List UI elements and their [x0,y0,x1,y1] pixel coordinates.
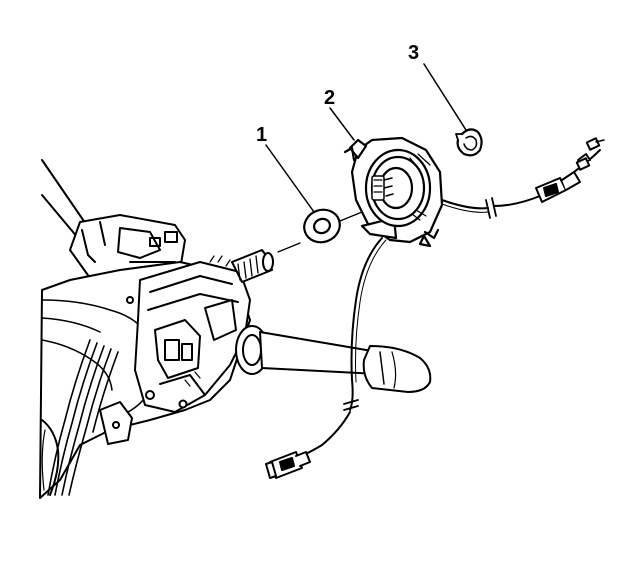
retaining-ring [423,63,483,157]
callout-1: 1 [256,124,267,146]
steering-shaft-end [231,211,363,283]
steering-column [39,159,251,499]
coil-upper-pigtail [441,137,605,219]
washer [265,144,341,244]
turn-signal-lever [235,325,432,393]
callout-3-leader [423,63,467,131]
coil-assembly [329,107,444,248]
callout-labels: 1 2 3 [256,42,419,146]
callout-1-leader [265,144,315,213]
callout-3: 3 [408,42,419,64]
coil-lower-pigtail [265,237,387,479]
callout-2-leader [329,107,355,141]
callout-2: 2 [324,87,335,109]
